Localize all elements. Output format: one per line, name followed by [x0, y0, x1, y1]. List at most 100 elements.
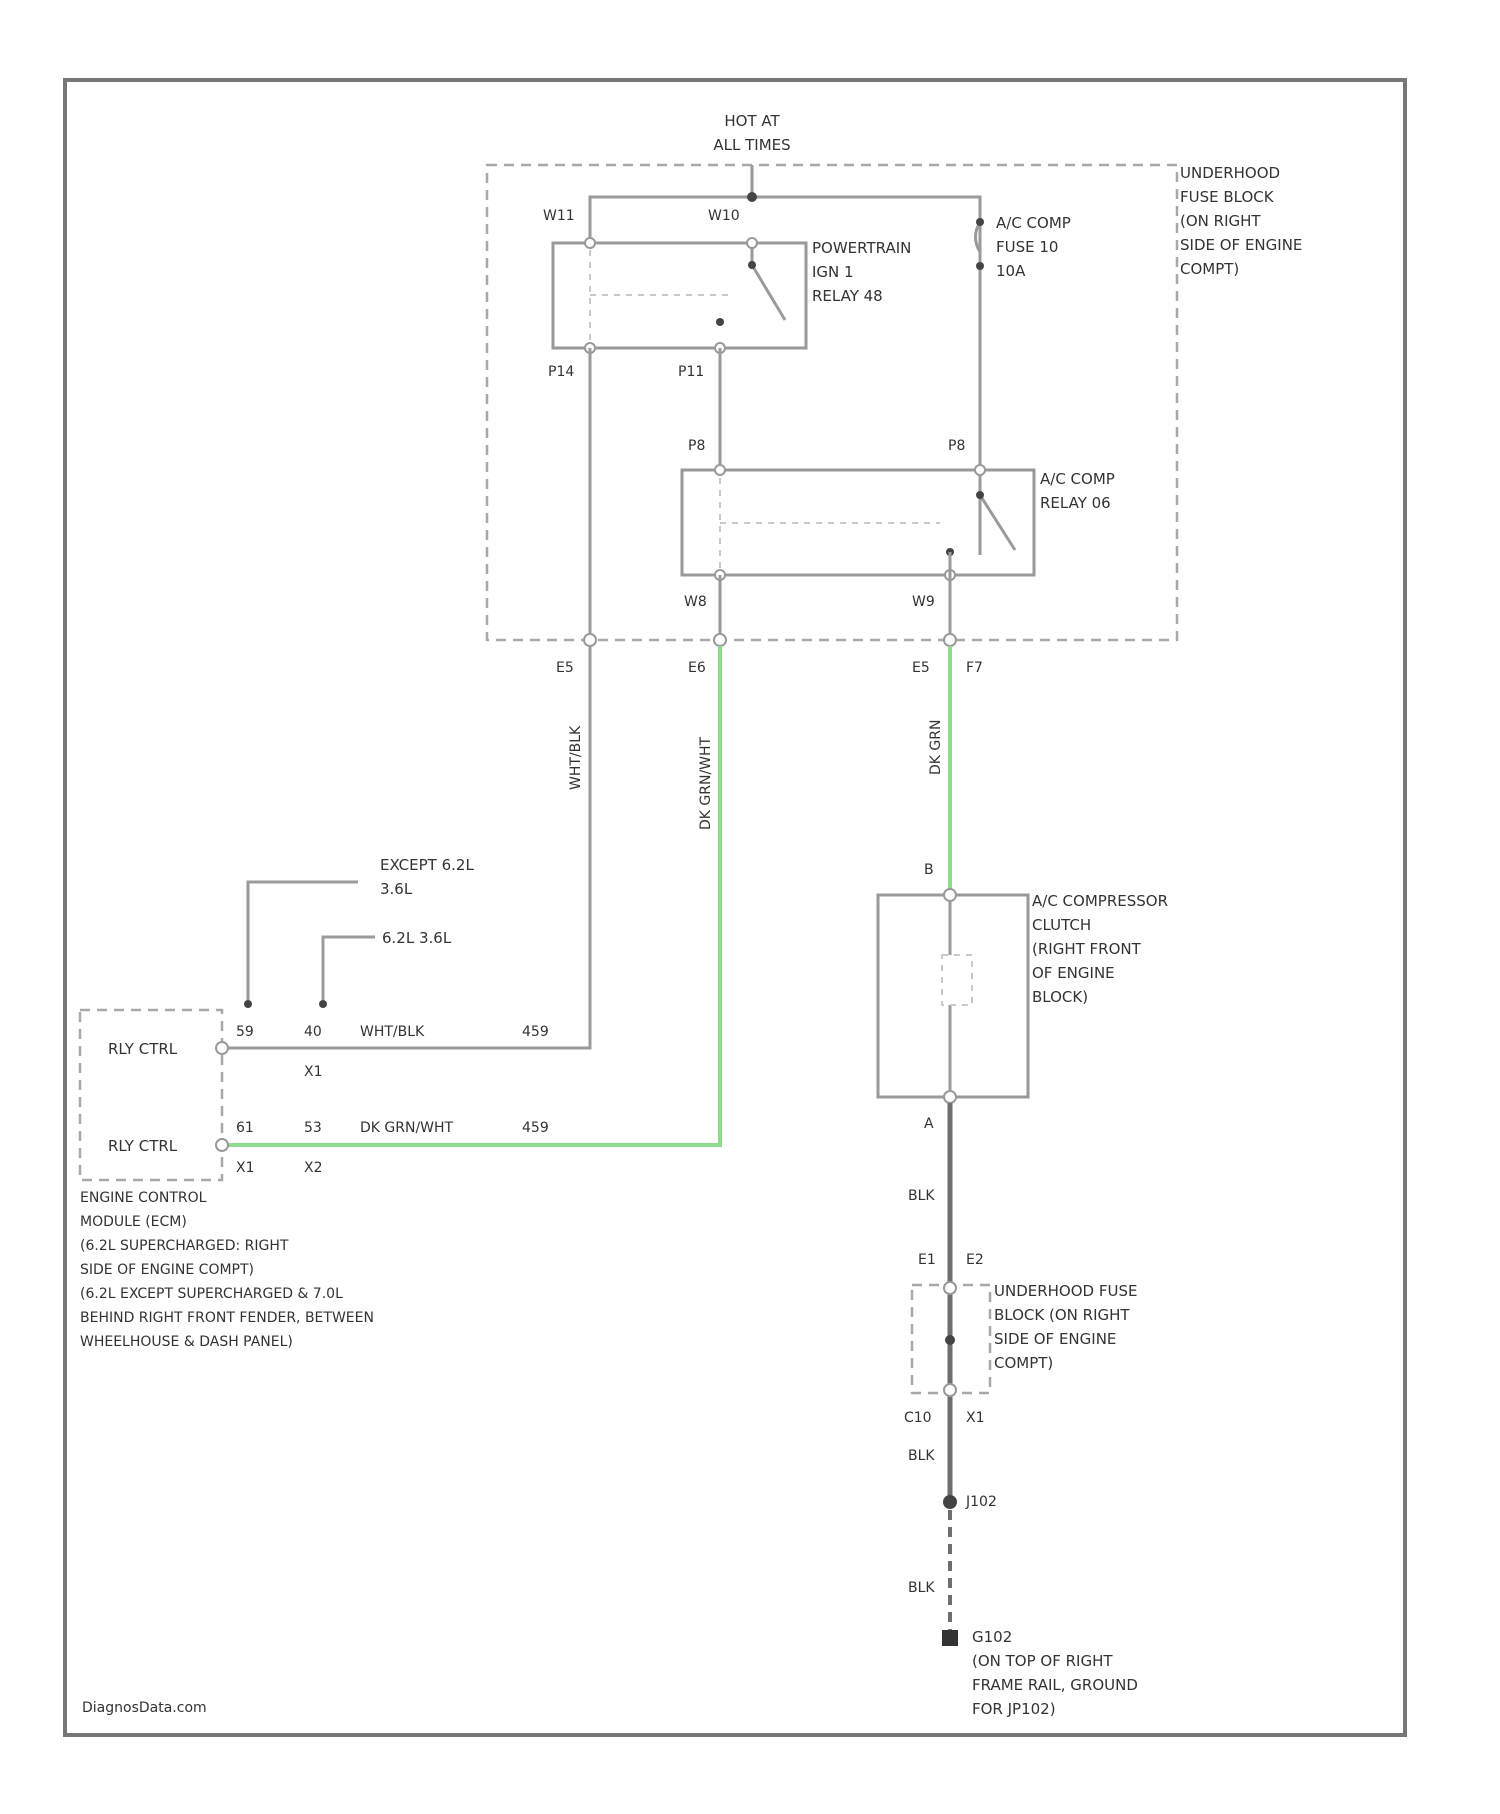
relay-contact-dot [748, 261, 756, 269]
relay-pin [585, 238, 595, 248]
ecm-pin-dot [244, 1000, 252, 1008]
svg-text:IGN 1: IGN 1 [812, 263, 854, 281]
hot-bus-wire [590, 165, 980, 555]
blk-wire-label-1: BLK [908, 1188, 935, 1204]
ground-block-e-right: E2 [966, 1252, 984, 1268]
svg-text:OF ENGINE: OF ENGINE [1032, 964, 1115, 982]
compressor-pin-a: A [924, 1116, 934, 1132]
hot-bus-splice [747, 192, 757, 202]
svg-text:(ON TOP OF RIGHT: (ON TOP OF RIGHT [972, 1652, 1113, 1670]
svg-text:RELAY 06: RELAY 06 [1040, 494, 1111, 512]
diagram-frame [65, 80, 1405, 1735]
compressor-coil-symbol [942, 955, 972, 1005]
svg-text:SIDE OF ENGINE: SIDE OF ENGINE [994, 1330, 1116, 1348]
svg-text:POWERTRAIN: POWERTRAIN [812, 239, 911, 257]
svg-text:MODULE (ECM): MODULE (ECM) [80, 1214, 187, 1230]
svg-text:(6.2L EXCEPT SUPERCHARGED & 7.: (6.2L EXCEPT SUPERCHARGED & 7.0L [80, 1286, 343, 1302]
except-62l-leader [248, 882, 358, 1000]
svg-text:ENGINE CONTROL: ENGINE CONTROL [80, 1190, 207, 1206]
compressor-pin [944, 1091, 956, 1103]
compressor-label: A/C COMPRESSOR CLUTCH (RIGHT FRONT OF EN… [1032, 892, 1168, 1006]
svg-text:FUSE BLOCK: FUSE BLOCK [1180, 188, 1275, 206]
ecm-wire-bottom: DK GRN/WHT [360, 1120, 454, 1136]
svg-text:RELAY 48: RELAY 48 [812, 287, 883, 305]
splice-j102-label: J102 [965, 1494, 997, 1510]
svg-text:10A: 10A [996, 262, 1026, 280]
ecm-rly-ctrl-1: RLY CTRL [108, 1040, 178, 1058]
svg-text:BEHIND RIGHT FRONT FENDER, BET: BEHIND RIGHT FRONT FENDER, BETWEEN [80, 1310, 374, 1326]
relay-contact-dot [716, 318, 724, 326]
svg-text:CLUTCH: CLUTCH [1032, 916, 1091, 934]
except-62l-label-line1: EXCEPT 6.2L [380, 856, 474, 874]
ground-block-splice [945, 1335, 955, 1345]
svg-text:BLOCK (ON RIGHT: BLOCK (ON RIGHT [994, 1306, 1130, 1324]
relay-pin [747, 238, 757, 248]
powertrain-pin-top-left: W11 [543, 208, 575, 224]
relay-pin [975, 465, 985, 475]
svg-text:UNDERHOOD FUSE: UNDERHOOD FUSE [994, 1282, 1137, 1300]
ecm-pin-59: 59 [236, 1024, 254, 1040]
ground-block-pin [944, 1282, 956, 1294]
svg-text:FUSE 10: FUSE 10 [996, 238, 1058, 256]
blk-wire-label-2: BLK [908, 1448, 935, 1464]
svg-text:SIDE OF ENGINE: SIDE OF ENGINE [1180, 236, 1302, 254]
ac-relay-pin-top-left: P8 [688, 438, 705, 454]
ecm-pin-40: 40 [304, 1024, 322, 1040]
compressor-pin [944, 889, 956, 901]
svg-text:G102: G102 [972, 1628, 1012, 1646]
ecm-rly-ctrl-2: RLY CTRL [108, 1137, 178, 1155]
svg-text:(RIGHT FRONT: (RIGHT FRONT [1032, 940, 1142, 958]
powertrain-relay-coil [590, 250, 730, 340]
dk-grn-wht-wire-label: DK GRN/WHT [698, 736, 714, 830]
ac-relay-label: A/C COMP RELAY 06 [1040, 470, 1115, 512]
svg-text:WHEELHOUSE & DASH PANEL): WHEELHOUSE & DASH PANEL) [80, 1334, 293, 1350]
splice-j102-dot [943, 1495, 957, 1509]
connector-pin [714, 634, 726, 646]
ground-block-c-right: X1 [966, 1410, 985, 1426]
svg-text:BLOCK): BLOCK) [1032, 988, 1088, 1006]
ac-relay-coil [720, 478, 940, 568]
blk-wire-label-3: BLK [908, 1580, 935, 1596]
fuse-end-dot [976, 218, 984, 226]
hot-at-label-line2: ALL TIMES [713, 136, 790, 154]
fuse-end-dot [976, 262, 984, 270]
powertrain-pin-bottom-left: P14 [548, 364, 574, 380]
svg-text:COMPT): COMPT) [994, 1354, 1053, 1372]
ecm-connector-x1-top: X1 [304, 1064, 323, 1080]
ac-relay-pin-bottom-right: W9 [912, 594, 935, 610]
ecm-pin [216, 1139, 228, 1151]
svg-text:A/C COMP: A/C COMP [996, 214, 1071, 232]
fuse-block-label: UNDERHOOD FUSE BLOCK (ON RIGHT SIDE OF E… [1180, 164, 1302, 278]
ground-g102-symbol [942, 1630, 958, 1646]
connector-e-mid: E6 [688, 660, 706, 676]
dk-grn-wire-label: DK GRN [928, 720, 944, 775]
connector-e-left: E5 [556, 660, 574, 676]
connector-pin [944, 634, 956, 646]
ac-fuse-label: A/C COMP FUSE 10 10A [996, 214, 1071, 280]
ecm-circuit-top: 459 [522, 1024, 549, 1040]
ground-block-c-left: C10 [904, 1410, 932, 1426]
powertrain-relay-label: POWERTRAIN IGN 1 RELAY 48 [812, 239, 911, 305]
ecm-connector-x2: X2 [304, 1160, 323, 1176]
ground-block-e-left: E1 [918, 1252, 936, 1268]
svg-text:FRAME RAIL, GROUND: FRAME RAIL, GROUND [972, 1676, 1138, 1694]
ecm-wire-top: WHT/BLK [360, 1024, 425, 1040]
v62l-label: 6.2L 3.6L [382, 929, 452, 947]
ac-relay-pin-top-right: P8 [948, 438, 965, 454]
ecm-pin [216, 1042, 228, 1054]
svg-text:A/C COMPRESSOR: A/C COMPRESSOR [1032, 892, 1168, 910]
ecm-caption: ENGINE CONTROL MODULE (ECM) (6.2L SUPERC… [80, 1190, 374, 1350]
compressor-pin-b: B [924, 862, 934, 878]
wht-blk-wire-label: WHT/BLK [568, 725, 584, 790]
wht-blk-wire [222, 646, 590, 1048]
compressor-clutch-box [878, 895, 1028, 1097]
v62l-leader [323, 937, 375, 1000]
ground-block-pin [944, 1384, 956, 1396]
ac-relay-pin-bottom-left: W8 [684, 594, 707, 610]
ecm-pin-61: 61 [236, 1120, 254, 1136]
ecm-pin-53: 53 [304, 1120, 322, 1136]
svg-text:SIDE OF ENGINE COMPT): SIDE OF ENGINE COMPT) [80, 1262, 254, 1278]
connector-f-right: F7 [966, 660, 983, 676]
svg-text:(ON RIGHT: (ON RIGHT [1180, 212, 1261, 230]
relay-contact-dot [976, 491, 984, 499]
